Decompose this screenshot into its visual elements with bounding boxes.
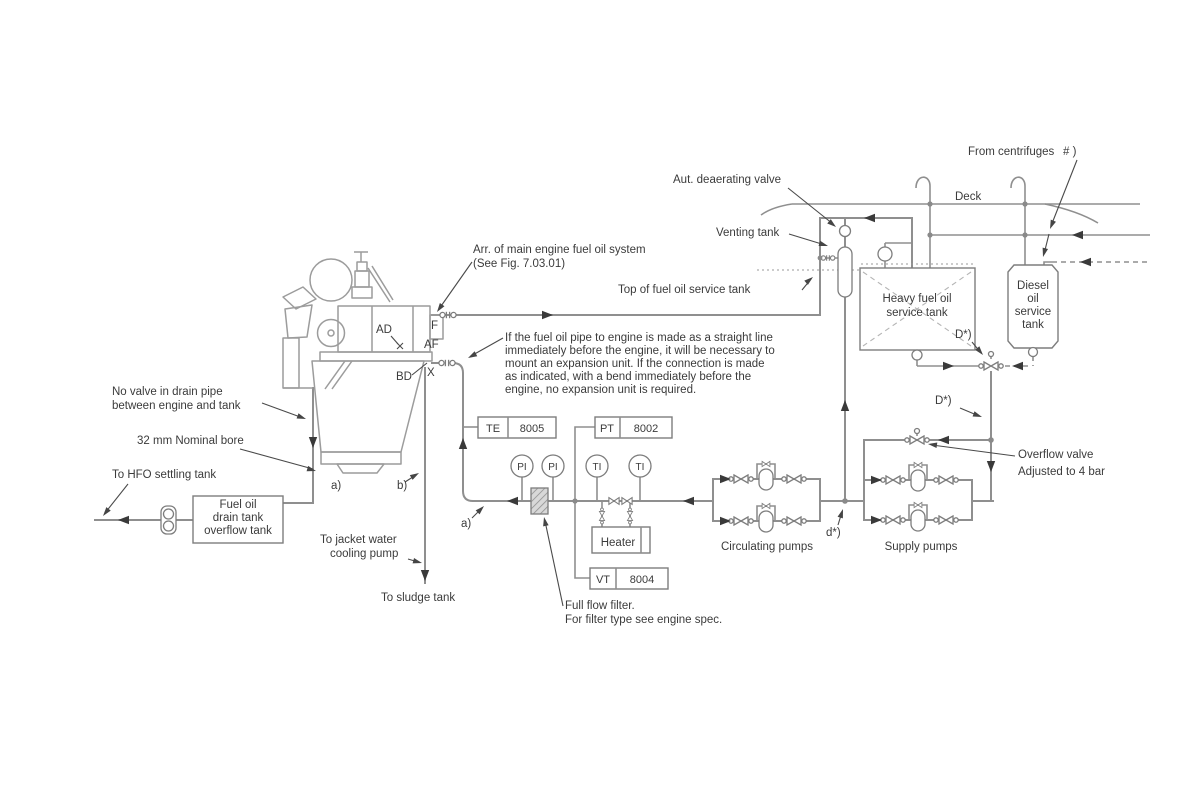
- connection-x-label: X: [427, 367, 435, 379]
- expansion-note-line4: as indicated, with a bend immediately be…: [505, 371, 751, 383]
- circulating-pumps-label: Circulating pumps: [721, 541, 813, 553]
- gauge-ti-1: TI: [593, 462, 602, 473]
- ref-d-upper: D*): [955, 329, 972, 341]
- drain-tank-text-line1: Fuel oil: [219, 499, 256, 511]
- do-tank-label-line3: service: [1015, 306, 1051, 318]
- connection-f-label: F: [431, 320, 438, 332]
- hfo-tank-label-line1: Heavy fuel oil: [882, 293, 951, 305]
- to-sludge-tank-label: To sludge tank: [381, 592, 455, 604]
- ref-b-engine: b): [397, 480, 407, 492]
- venting-tank-assembly: [820, 224, 893, 298]
- vt-tag: 8004: [630, 574, 654, 586]
- do-tank-label-line2: oil: [1027, 293, 1039, 305]
- expansion-note-line3: mount an expansion unit. If the connecti…: [505, 358, 765, 370]
- diesel-oil-service-tank: [1007, 264, 1059, 358]
- three-way-valve: [978, 350, 1004, 371]
- no-valve-note-line1: No valve in drain pipe: [112, 386, 223, 398]
- supply-pumps-label: Supply pumps: [885, 541, 958, 553]
- heavy-fuel-oil-service-tank: [859, 267, 976, 361]
- ad-x-mark: [396, 342, 404, 350]
- instrument-te-8005: TE 8005: [477, 416, 557, 439]
- overflow-valve-label-line2: Adjusted to 4 bar: [1018, 466, 1105, 478]
- overflow-valve-symbol: [904, 427, 930, 445]
- heater-section: [591, 497, 651, 554]
- ref-d-lower: D*): [935, 395, 952, 407]
- do-tank-label-line4: tank: [1022, 319, 1044, 331]
- connection-bd-label: BD: [396, 371, 412, 383]
- venting-tank-vessel: [837, 246, 853, 298]
- deck-label: Deck: [955, 191, 981, 203]
- gauge-ti-2: TI: [636, 462, 645, 473]
- overflow-valve-label-line1: Overflow valve: [1018, 449, 1093, 461]
- no-valve-note-line2: between engine and tank: [112, 400, 241, 412]
- connection-ad-label: AD: [376, 324, 392, 336]
- leader-lines: [100, 159, 1078, 607]
- drain-tank-text-line3: overflow tank: [204, 525, 272, 537]
- hfo-outlet-valve: [911, 349, 923, 361]
- ref-a-engine: a): [331, 480, 341, 492]
- arrangement-note-line1: Arr. of main engine fuel oil system: [473, 244, 646, 256]
- expansion-note-line5: engine, no expansion unit is required.: [505, 384, 696, 396]
- deaerating-valve-symbol: [838, 224, 852, 238]
- pt-tag: 8002: [634, 423, 658, 435]
- full-flow-filter-label-line1: Full flow filter.: [565, 600, 635, 612]
- supply-pumps-group: [880, 462, 959, 531]
- circulating-pumps-group: [728, 461, 807, 532]
- expansion-note-line2: immediately before the engine, it will b…: [505, 345, 775, 357]
- drain-tank-text-line2: drain tank: [213, 512, 264, 524]
- hfo-tank-label-line2: service tank: [886, 307, 948, 319]
- heater-label: Heater: [601, 537, 636, 549]
- jacket-water-label-line2: cooling pump: [330, 548, 398, 560]
- expansion-note-line1: If the fuel oil pipe to engine is made a…: [505, 332, 773, 344]
- te-tag: 8005: [520, 423, 544, 435]
- text-labels: From centrifuges # ) Deck Aut. deaeratin…: [112, 146, 1105, 626]
- instrument-vt-8004: VT 8004: [589, 567, 669, 590]
- full-flow-filter-label-line2: For filter type see engine spec.: [565, 614, 722, 626]
- full-flow-filter-symbol: [530, 487, 549, 515]
- ref-d-small: d*): [826, 527, 841, 539]
- instrument-pt-8002: PT 8002: [594, 416, 673, 439]
- gauges: PI PI TI TI: [510, 454, 652, 478]
- do-outlet-valve: [1027, 346, 1039, 358]
- pt-code: PT: [600, 423, 614, 435]
- centrifuges-hash-mark: # ): [1063, 146, 1077, 158]
- arrangement-note-line2: (See Fig. 7.03.01): [473, 258, 565, 270]
- from-centrifuges-label: From centrifuges: [968, 146, 1055, 158]
- te-code: TE: [486, 423, 500, 435]
- nominal-bore-label: 32 mm Nominal bore: [137, 435, 244, 447]
- do-tank-label-line1: Diesel: [1017, 280, 1049, 292]
- junction-dots: [572, 201, 1028, 504]
- orifice-symbol: [877, 246, 893, 262]
- jacket-water-label-line1: To jacket water: [320, 534, 397, 546]
- deaerating-valve-label: Aut. deaerating valve: [673, 174, 781, 186]
- connection-af-label: AF: [424, 339, 439, 351]
- fuel-oil-drain-overflow-tank: [160, 495, 284, 544]
- main-engine-drawing: [282, 251, 444, 474]
- gauge-pi-1: PI: [517, 462, 526, 473]
- top-of-service-tank-label: Top of fuel oil service tank: [618, 284, 751, 296]
- turbocharger-circle: [309, 258, 353, 302]
- ref-a-line: a): [461, 518, 471, 530]
- gauge-pi-2: PI: [548, 462, 557, 473]
- venting-tank-label: Venting tank: [716, 227, 780, 239]
- vt-code: VT: [596, 574, 610, 586]
- to-hfo-settling-label: To HFO settling tank: [112, 469, 216, 481]
